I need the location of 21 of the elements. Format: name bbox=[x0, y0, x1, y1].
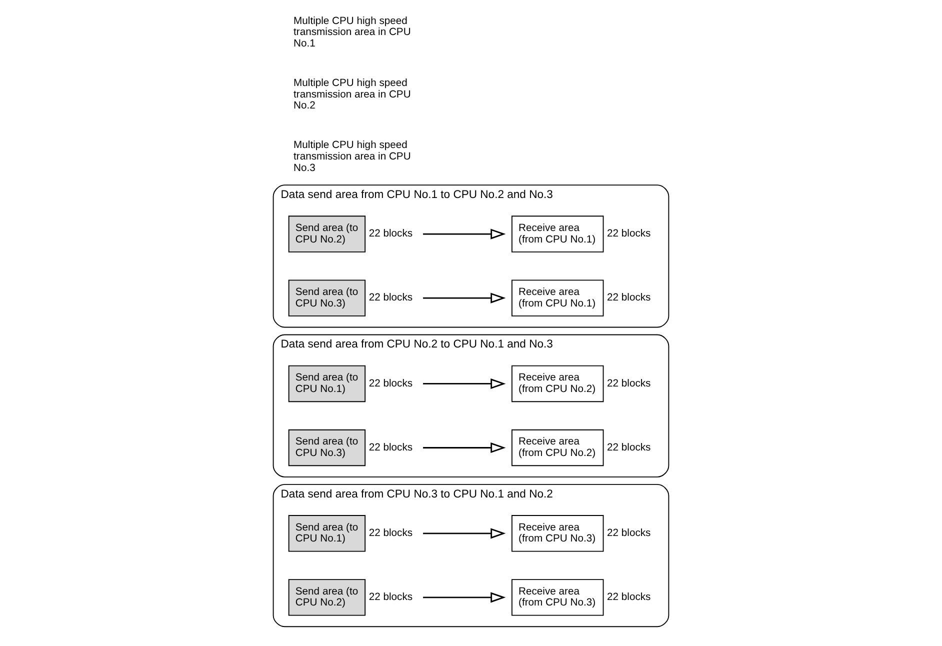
arrow bbox=[423, 528, 506, 539]
node-label: 22 blocks bbox=[368, 228, 413, 240]
label: Multiple CPU high speed transmission area in CPU No.3 bbox=[294, 140, 411, 174]
node-label: 22 blocks bbox=[607, 442, 651, 454]
arrow bbox=[423, 442, 506, 454]
label: Multiple CPU high speed transmission area in CPU No.2 bbox=[294, 78, 411, 112]
node-label: 22 blocks bbox=[607, 528, 651, 540]
node-label: 22 blocks bbox=[368, 378, 413, 390]
label: Multiple CPU high speed transmission area in CPU No.1 bbox=[294, 16, 411, 50]
node-label: 22 blocks bbox=[368, 528, 413, 540]
arrow bbox=[423, 228, 506, 240]
arrow bbox=[423, 592, 506, 603]
node-label: 22 blocks bbox=[607, 378, 651, 390]
arrow bbox=[423, 292, 506, 304]
node-label: 22 blocks bbox=[607, 292, 651, 304]
node-label: 22 blocks bbox=[368, 592, 413, 604]
arrow bbox=[423, 378, 506, 389]
node-label: 22 blocks bbox=[368, 292, 413, 304]
node-label: 22 blocks bbox=[607, 228, 651, 240]
node-label: 22 blocks bbox=[368, 442, 413, 454]
node-label: 22 blocks bbox=[607, 592, 651, 604]
